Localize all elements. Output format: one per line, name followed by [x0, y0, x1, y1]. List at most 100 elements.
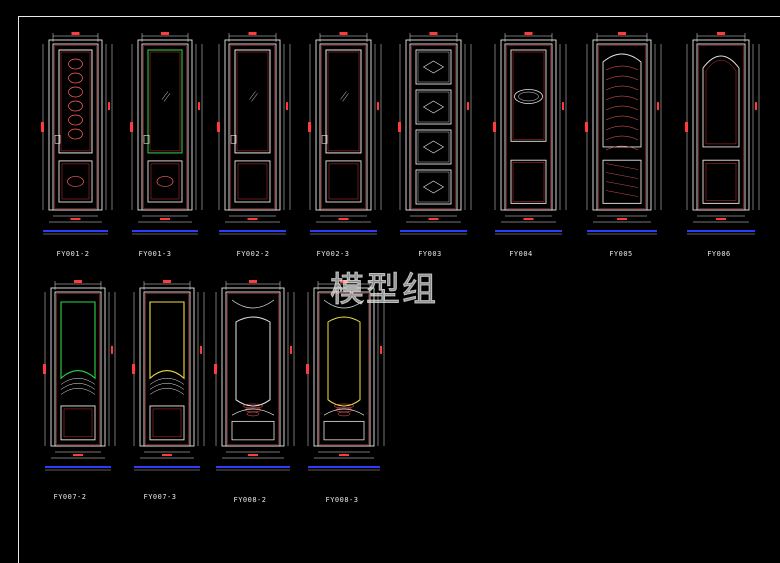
- lower-panel-bead: [150, 163, 180, 200]
- dim-text-mark: [523, 218, 534, 220]
- carving-ornament: [68, 86, 83, 98]
- glass-panel-bead: [417, 91, 450, 123]
- dim-text-mark: [247, 218, 258, 220]
- upper-panel: [325, 49, 362, 154]
- door-leaf: [596, 43, 648, 211]
- dim-text-mark: [108, 102, 110, 111]
- door-label-fy004: FY004: [509, 250, 533, 258]
- baroque-panel: [327, 316, 361, 407]
- scale-bar: [308, 466, 380, 468]
- carving-ornament: [244, 407, 262, 413]
- leaf-vein: [605, 85, 639, 91]
- door-leaf-inner: [598, 45, 646, 209]
- door-leaf: [409, 43, 458, 211]
- door-frame: [500, 39, 557, 211]
- dim-text-mark: [200, 345, 202, 354]
- scale-bar: [43, 230, 108, 232]
- door-label-fy002-2: FY002-2: [236, 250, 269, 258]
- scale-bar: [587, 230, 657, 232]
- diamond-ornament: [422, 180, 445, 194]
- leaf-vein: [605, 145, 639, 151]
- door-elevation-fy008-2: FY008-2: [214, 280, 295, 504]
- leaf-vein: [605, 115, 639, 121]
- door-leaf: [141, 43, 189, 211]
- door-leaf-inner: [54, 45, 97, 209]
- upper-panel: [147, 49, 183, 154]
- door-leaf: [696, 43, 746, 211]
- door-leaf-inner: [227, 293, 279, 445]
- carving-ornament: [68, 58, 83, 70]
- door-label-fy001-2: FY001-2: [56, 250, 89, 258]
- scale-bar: [45, 466, 111, 468]
- dim-text-mark: [338, 218, 349, 220]
- door-elevation-fy002-3: FY002-3: [308, 32, 382, 258]
- leaf-vein: [605, 95, 639, 101]
- door-label-fy007-3: FY007-3: [143, 493, 176, 501]
- dim-text-mark: [74, 280, 82, 283]
- door-leaf-inner: [411, 45, 456, 209]
- leaf-vein: [605, 135, 639, 141]
- lower-panel-bead: [63, 408, 93, 438]
- door-frame: [137, 39, 193, 211]
- upper-panel: [234, 49, 271, 154]
- glass-panel-bead: [417, 131, 450, 163]
- door-frame: [139, 287, 195, 447]
- dim-text-mark: [214, 364, 217, 374]
- door-leaf-inner: [145, 293, 189, 445]
- carving-ornament: [156, 176, 174, 187]
- door-elevation-fy007-2: FY007-2: [43, 280, 116, 501]
- carving-ornament: [68, 100, 83, 112]
- rail-moulding: [60, 382, 96, 390]
- carving-ornament: [335, 407, 353, 413]
- oval-ornament: [514, 89, 543, 104]
- watermark-text: 模型组: [330, 270, 438, 311]
- dim-text-mark: [286, 102, 288, 111]
- dim-text-mark: [339, 32, 348, 35]
- base-ornament: [323, 408, 365, 416]
- dim-text-mark: [73, 454, 83, 456]
- lower-panel: [602, 159, 642, 204]
- upper-panel-bead: [149, 51, 181, 152]
- carving-ornament: [337, 411, 351, 417]
- carving-ornament: [68, 72, 83, 84]
- lower-panel: [325, 160, 362, 203]
- door-frame: [50, 287, 106, 447]
- glass-hatch: [163, 93, 171, 102]
- door-frame: [221, 287, 285, 447]
- door-label-fy006: FY006: [707, 250, 731, 258]
- dim-text-mark: [198, 102, 200, 111]
- door-elevation-fy001-2: FY001-2: [41, 32, 113, 258]
- dim-text-mark: [160, 218, 170, 220]
- dim-text-mark: [217, 122, 220, 132]
- lower-panel-bead: [152, 408, 182, 438]
- dim-text-mark: [716, 218, 726, 220]
- door-label-fy008-2: FY008-2: [233, 496, 266, 504]
- upper-panel-bead: [60, 51, 91, 152]
- lower-panel: [510, 159, 547, 204]
- lower-panel-bead: [328, 163, 359, 200]
- dim-text-mark: [398, 122, 401, 132]
- dim-text-mark: [130, 122, 133, 132]
- lower-panel: [234, 160, 271, 203]
- door-leaf-inner: [143, 45, 187, 209]
- leaf-vein: [605, 105, 639, 111]
- curved-glass-panel: [60, 301, 96, 380]
- scale-bar: [219, 230, 286, 232]
- dim-text-mark: [755, 102, 757, 111]
- sheet-border-left: [18, 16, 19, 563]
- leaf-panel: [602, 53, 642, 148]
- door-leaf-inner: [230, 45, 275, 209]
- upper-panel: [58, 49, 93, 154]
- crest-ornament: [231, 299, 275, 309]
- rail-moulding: [149, 377, 185, 385]
- diamond-ornament: [422, 60, 445, 74]
- dim-text-mark: [41, 122, 44, 132]
- dim-text-mark: [428, 218, 439, 220]
- scale-bar: [495, 230, 562, 232]
- scale-bar: [216, 466, 290, 468]
- oval-ornament-inner: [518, 91, 539, 102]
- glass-hatch: [251, 93, 258, 102]
- door-label-fy008-3: FY008-3: [325, 496, 358, 504]
- door-elevation-fy008-3: FY008-3: [306, 280, 385, 504]
- door-handle: [230, 135, 237, 144]
